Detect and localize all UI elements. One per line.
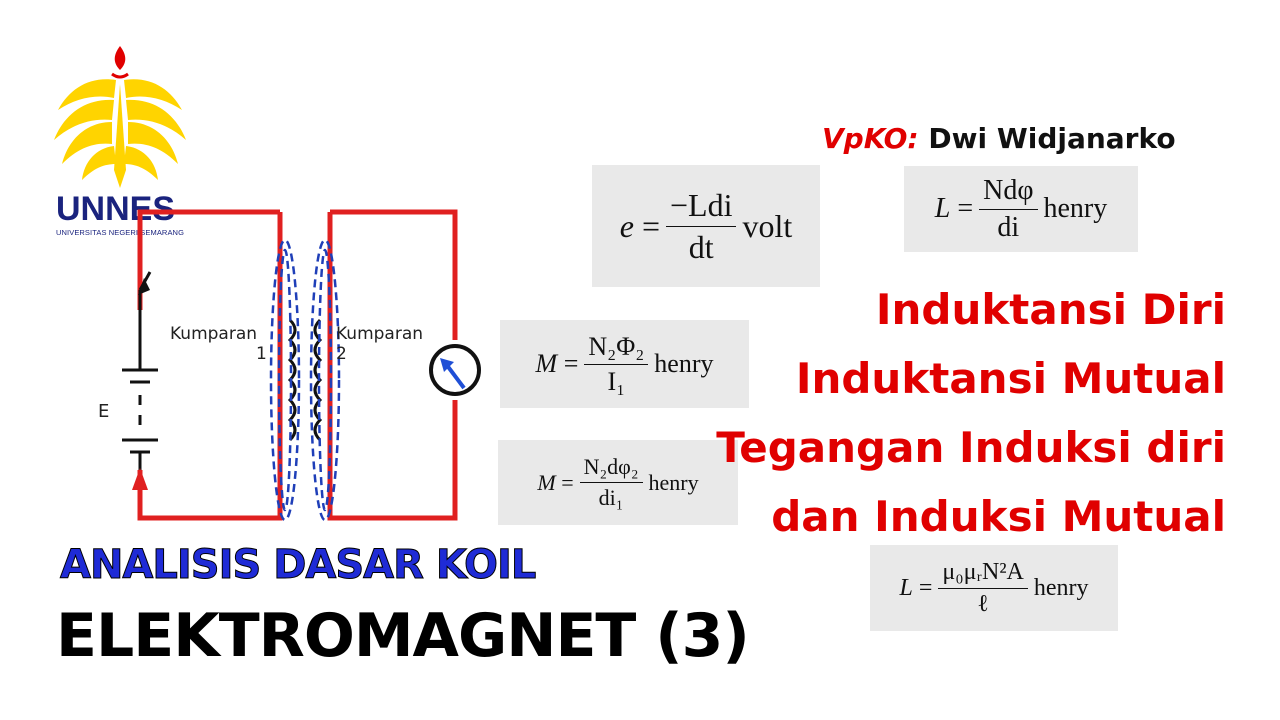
unnes-logo-icon [54,46,186,188]
source-label: E [98,401,110,422]
coil1-label: Kumparan 1 [170,324,267,364]
logo-subtitle: UNIVERSITAS NEGERI SEMARANG [56,228,184,237]
heading-self-inductance: Induktansi Diri [875,285,1226,334]
circuit-wires [122,209,481,522]
circuit-diagram: Kumparan 1 Kumparan 2 E [80,200,500,530]
heading-self-induced-voltage: Tegangan Induksi diri [716,423,1226,472]
author-credit: VpKO: Dwi Widjanarko [822,122,1176,155]
author-prefix: VpKO [822,122,908,155]
heading-mutual-induction: dan Induksi Mutual [771,492,1226,541]
logo-text: UNNES [56,190,176,228]
author-separator: : [907,122,919,155]
title-line2: ELEKTROMAGNET (3) [56,601,750,671]
author-name: Dwi Widjanarko [928,122,1176,155]
coil2-label: Kumparan 2 [336,324,424,364]
title-line1: ANALISIS DASAR KOIL [59,542,536,589]
heading-mutual-inductance: Induktansi Mutual [795,354,1226,403]
